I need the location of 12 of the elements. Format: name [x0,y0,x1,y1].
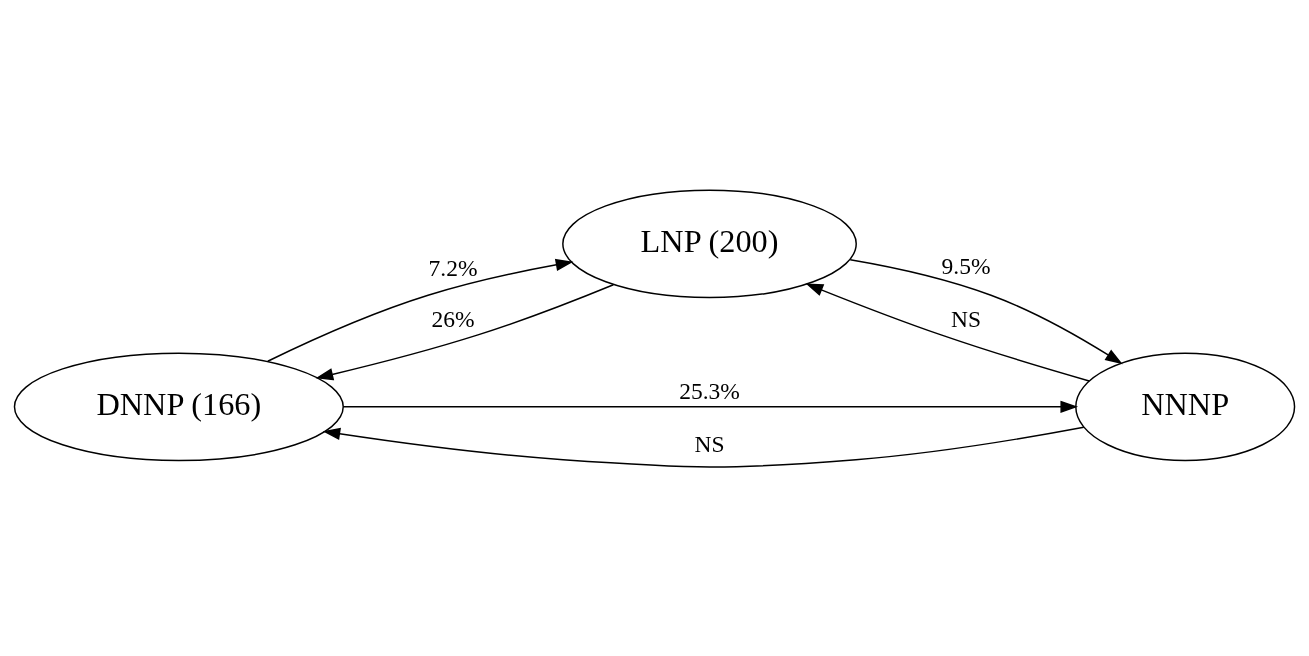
arrow [322,426,1085,468]
edge-label: 26% [431,305,475,332]
arrow [315,283,615,380]
arrow [267,258,574,362]
arrow [849,258,1123,364]
edge-label: NS [694,430,725,457]
arrow [805,283,1090,382]
edge-label: NS [951,305,982,332]
edge-label: 7.2% [428,254,478,281]
arrow [342,400,1079,413]
edge-label: 9.5% [941,252,991,279]
edge-label: 25.3% [679,377,740,404]
